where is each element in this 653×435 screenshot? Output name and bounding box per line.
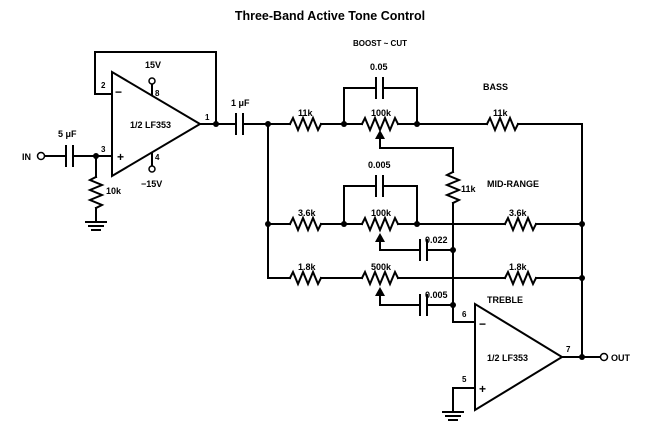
pot-bass-label: 100k <box>371 108 392 118</box>
opamp2-pin6: 6 <box>462 310 467 319</box>
pot-treb-label: 500k <box>371 262 392 272</box>
r-mid-l-label: 3.6k <box>298 208 317 218</box>
opamp2-name: 1/2 LF353 <box>487 353 528 363</box>
input-label: IN <box>22 152 31 162</box>
opamp-1: − + 1/2 LF353 2 3 1 8 4 15V −15V <box>101 60 210 189</box>
c-couple-label: 1 μF <box>231 98 250 108</box>
r-treb-l-label: 1.8k <box>298 262 317 272</box>
c-treb-wiper-label: 0.005 <box>425 290 448 300</box>
bass-pot: 100k <box>360 108 400 149</box>
output-connector <box>599 352 609 362</box>
bass-resistor-left: 11k <box>288 108 323 133</box>
output-label: OUT <box>611 353 631 363</box>
bass-capacitor: 0.05 <box>370 62 388 99</box>
opamp2-pin5: 5 <box>462 375 467 384</box>
c-mid-wiper-label: 0.022 <box>425 235 448 245</box>
treble-pot: 500k <box>360 262 400 306</box>
treble-wiper-capacitor: 0.005 <box>419 290 448 316</box>
opamp1-minus-sign: − <box>115 85 122 99</box>
bass-resistor-right: 11k <box>485 108 520 133</box>
coupling-capacitor: 1 μF <box>231 98 250 135</box>
c-in-label: 5 μF <box>58 129 77 139</box>
mid-pot: 100k <box>360 208 400 251</box>
c-mid-label: 0.005 <box>368 160 391 170</box>
diagram-title: Three-Band Active Tone Control <box>235 9 425 23</box>
ground-2 <box>442 411 464 421</box>
c-bass-label: 0.05 <box>370 62 388 72</box>
opamp1-vplus-label: 15V <box>145 60 161 70</box>
opamp1-pin4: 4 <box>155 153 160 162</box>
opamp2-plus-sign: + <box>479 382 486 396</box>
opamp2-pin7: 7 <box>566 345 571 354</box>
opamp1-plus-sign: + <box>117 150 124 164</box>
r-mid-r-label: 3.6k <box>509 208 528 218</box>
output-terminal: OUT <box>599 352 631 363</box>
mid-capacitor: 0.005 <box>368 160 391 197</box>
opamp1-pin8: 8 <box>155 89 160 98</box>
treble-resistor-right: 1.8k <box>503 262 538 287</box>
r-mid-tap-label: 11k <box>461 184 477 194</box>
mid-resistor-left: 3.6k <box>288 208 323 233</box>
mid-label: MID-RANGE <box>487 179 539 189</box>
opamp1-name: 1/2 LF353 <box>130 120 171 130</box>
boost-cut-label: BOOST ~ CUT <box>353 39 407 48</box>
input-terminal: IN <box>22 151 46 162</box>
pot-mid-label: 100k <box>371 208 392 218</box>
r-treb-r-label: 1.8k <box>509 262 528 272</box>
bass-label: BASS <box>483 82 508 92</box>
input-capacitor: 5 μF <box>58 129 77 167</box>
opamp1-pin2: 2 <box>101 81 106 90</box>
r-bias-label: 10k <box>106 186 122 196</box>
bias-resistor: 10k <box>87 175 122 210</box>
r-bass-l-label: 11k <box>298 108 314 118</box>
opamp-2: − + 1/2 LF353 6 5 7 <box>462 302 571 412</box>
opamp1-pin3: 3 <box>101 145 106 154</box>
r-bass-r-label: 11k <box>493 108 509 118</box>
input-connector <box>36 151 46 161</box>
opamp1-vminus-label: −15V <box>141 179 162 189</box>
treble-label: TREBLE <box>487 295 523 305</box>
opamp1-pin1: 1 <box>205 113 210 122</box>
treble-resistor-left: 1.8k <box>288 262 323 287</box>
ground-1 <box>85 221 107 231</box>
mid-wiper-capacitor: 0.022 <box>419 235 448 261</box>
mid-resistor-right: 3.6k <box>503 208 538 233</box>
opamp2-minus-sign: − <box>479 317 486 331</box>
mid-tap-resistor: 11k <box>444 170 477 205</box>
